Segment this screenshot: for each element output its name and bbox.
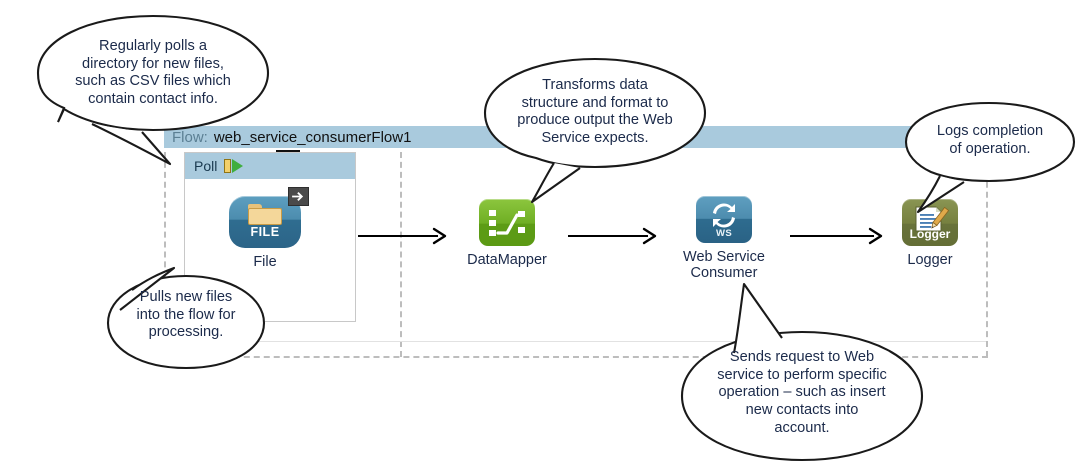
callout-logger-description: Logs completion of operation. — [896, 100, 1082, 215]
node-file[interactable]: FILE File — [222, 187, 309, 270]
node-logger[interactable]: Logger Logger — [884, 199, 976, 268]
node-web-service-consumer-label: Web Service Consumer — [683, 249, 765, 282]
node-file-label: File — [253, 254, 277, 270]
datamapper-icon[interactable] — [479, 199, 535, 246]
lane-divider-right — [986, 142, 988, 357]
outbound-arrow-badge — [288, 187, 309, 206]
connector-webservice-to-logger — [790, 227, 883, 245]
logger-icon[interactable]: Logger — [902, 199, 958, 246]
flow-header-label: Flow: — [172, 128, 208, 146]
node-logger-label: Logger — [907, 252, 953, 268]
lane-divider-left — [164, 142, 166, 357]
ws-icon-text: WS — [716, 228, 732, 239]
flow-body-bottom-rule — [166, 341, 986, 342]
lane-divider-bottom — [164, 356, 988, 358]
folder-icon — [248, 204, 282, 225]
connector-datamapper-to-webservice — [568, 227, 657, 245]
callout-file-inbound-description: Pulls new files into the flow for proces… — [86, 262, 286, 372]
callout-datamapper-description: Transforms data structure and format to … — [476, 56, 714, 206]
poll-scope-title-bar[interactable]: Poll — [185, 153, 355, 179]
poll-play-icon — [224, 159, 244, 173]
node-datamapper-label: DataMapper — [467, 252, 547, 268]
lane-divider-middle — [400, 142, 402, 357]
logger-icon-text: Logger — [909, 227, 951, 241]
callout-web-service-description: Sends request to Web service to perform … — [672, 268, 932, 473]
flow-name-underline — [276, 150, 300, 153]
callout-file-poll-description: Regularly polls a directory for new file… — [22, 12, 284, 172]
poll-scope-title: Poll — [194, 158, 218, 174]
flow-header-name: web_service_consumerFlow1 — [213, 128, 412, 146]
file-icon-text: FILE — [250, 225, 280, 239]
file-endpoint-icon[interactable]: FILE — [229, 187, 309, 248]
node-web-service-consumer[interactable]: WS Web Service Consumer — [660, 196, 788, 281]
web-service-consumer-icon[interactable]: WS — [696, 196, 752, 243]
node-datamapper[interactable]: DataMapper — [448, 199, 566, 268]
connector-file-to-datamapper — [358, 227, 447, 245]
